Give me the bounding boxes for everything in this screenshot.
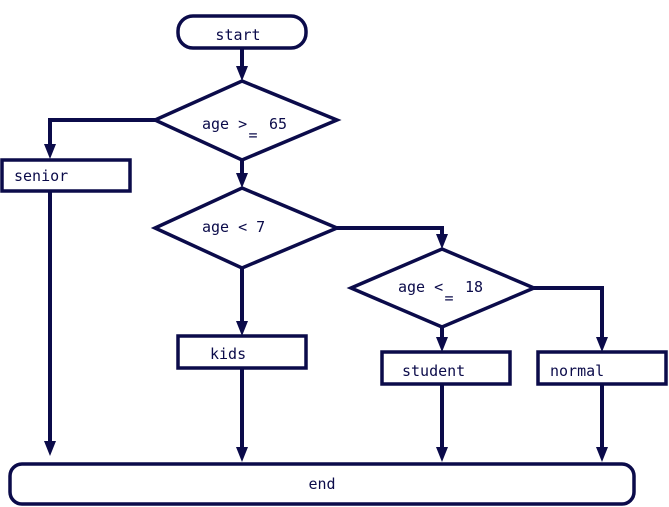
node-start: start [176, 14, 308, 50]
arrowhead-icon [44, 144, 56, 159]
connectors [48, 48, 604, 448]
normal-label: normal [550, 362, 604, 380]
decision-label: age < [398, 278, 443, 296]
decision-diamond [150, 186, 342, 270]
arrowhead-icon [236, 173, 248, 188]
arrowhead-icon [436, 337, 448, 352]
node-student: student [380, 350, 512, 386]
arrowhead-icon [236, 66, 248, 81]
process-box [176, 334, 308, 370]
arrowhead-icon [236, 447, 248, 462]
node-normal: normal [536, 350, 668, 386]
decision-value: 18 [465, 278, 483, 296]
process-box [380, 350, 512, 386]
node-decision-age-65: age > 65 = [150, 79, 342, 162]
end-terminal [8, 462, 636, 506]
node-end: end [8, 462, 636, 506]
decision-diamond [150, 79, 342, 162]
start-label: start [215, 26, 260, 44]
arrowhead-icon [596, 337, 608, 352]
node-senior: senior [0, 158, 132, 193]
senior-label: senior [14, 167, 68, 185]
decision-equal-mark: = [444, 289, 453, 307]
arrowhead-icon [236, 321, 248, 336]
arrowhead-icon [596, 447, 608, 462]
arrowhead-icon [436, 234, 448, 249]
decision-diamond [346, 247, 539, 329]
edge-d1-senior [48, 118, 155, 146]
arrowheads [44, 66, 608, 462]
node-kids: kids [176, 334, 308, 370]
end-label: end [308, 475, 335, 493]
kids-label: kids [210, 345, 246, 363]
student-label: student [402, 362, 465, 380]
node-decision-age-7: age < 7 [150, 186, 342, 270]
process-box [0, 158, 132, 193]
decision-value: 65 [269, 115, 287, 133]
decision-label: age > [202, 115, 247, 133]
process-box [536, 350, 668, 386]
start-terminal [176, 14, 308, 50]
edge-d2-d3 [337, 226, 444, 236]
arrowhead-icon [436, 447, 448, 462]
decision-equal-mark: = [248, 126, 257, 144]
arrowhead-icon [44, 441, 56, 456]
edge-d3-normal [534, 286, 604, 338]
node-decision-age-18: age < 18 = [346, 247, 539, 329]
decision-label: age < 7 [202, 218, 265, 236]
